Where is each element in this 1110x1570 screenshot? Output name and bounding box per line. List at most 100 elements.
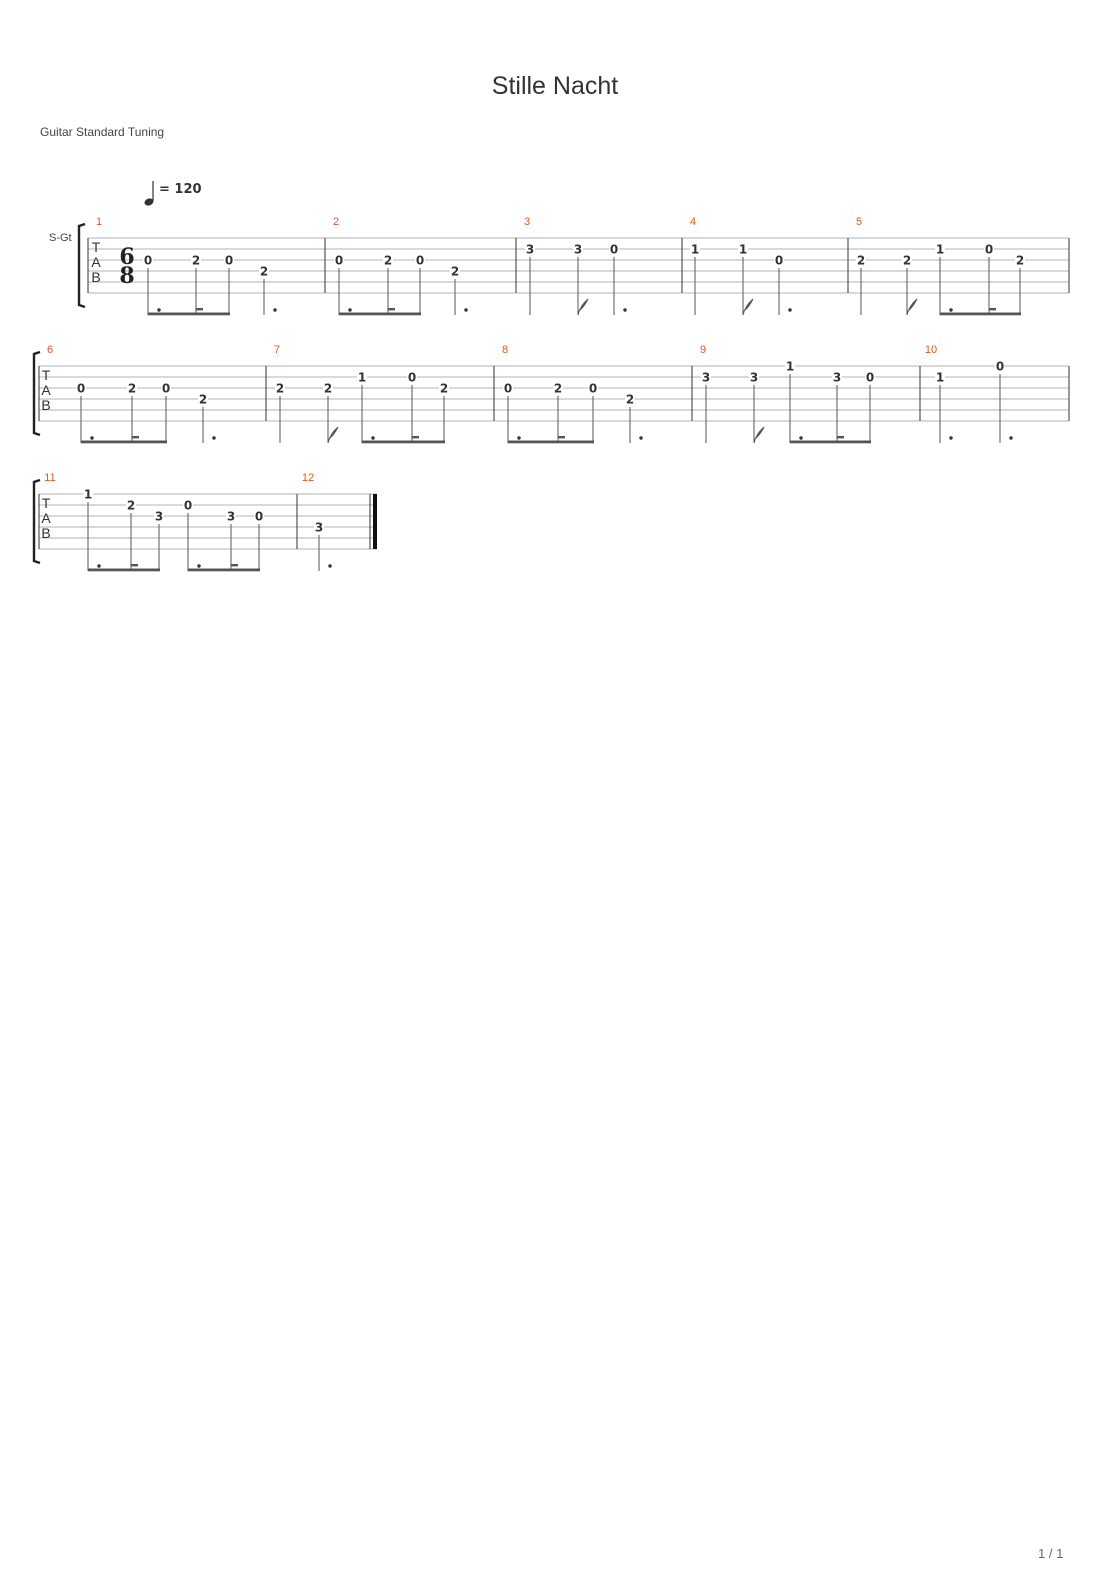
instrument-label: S-Gt: [49, 232, 72, 244]
fret-number: 0: [184, 499, 192, 513]
fret-background: [383, 254, 393, 266]
fret-background: [415, 254, 425, 266]
fret-background: [701, 371, 711, 383]
fret-number: 2: [260, 265, 268, 279]
fret-number: 1: [786, 360, 794, 374]
duration-dot: [799, 436, 803, 440]
fret-background: [154, 510, 164, 522]
fret-number: 0: [408, 371, 416, 385]
eighth-flag-icon: [753, 426, 765, 444]
fret-background: [625, 393, 635, 405]
fret-number: 2: [1016, 254, 1024, 268]
fret-number: 1: [84, 488, 92, 502]
fret-background: [161, 382, 171, 394]
duration-dot: [788, 308, 792, 312]
measure-number: 8: [502, 344, 508, 356]
fret-number: 3: [750, 371, 758, 385]
fret-background: [984, 243, 994, 255]
fret-background: [503, 382, 513, 394]
note-beam: [88, 568, 160, 572]
fret-number: 2: [857, 254, 865, 268]
fret-background: [553, 382, 563, 394]
system-bracket: [32, 478, 41, 565]
duration-dot: [348, 308, 352, 312]
fret-number: 2: [626, 393, 634, 407]
fret-number: 3: [702, 371, 710, 385]
measure-number: 5: [856, 216, 862, 228]
fret-background: [323, 382, 333, 394]
fret-background: [439, 382, 449, 394]
fret-number: 2: [192, 254, 200, 268]
fret-number: 3: [315, 521, 323, 535]
fret-number: 0: [255, 510, 263, 524]
fret-number: 0: [996, 360, 1004, 374]
sixteenth-beam-stub: [231, 564, 238, 567]
note-beam: [81, 440, 167, 444]
fret-number: 3: [833, 371, 841, 385]
sixteenth-beam-stub: [837, 436, 844, 439]
system-bracket: [32, 350, 41, 437]
fret-number: 2: [451, 265, 459, 279]
fret-number: 2: [276, 382, 284, 396]
fret-number: 1: [739, 243, 747, 257]
sixteenth-beam-stub: [132, 436, 139, 439]
duration-dot: [949, 308, 953, 312]
fret-background: [126, 499, 136, 511]
fret-background: [226, 510, 236, 522]
duration-dot: [949, 436, 953, 440]
sixteenth-beam-stub: [412, 436, 419, 439]
system-bracket: [77, 222, 86, 309]
duration-dot: [623, 308, 627, 312]
fret-background: [254, 510, 264, 522]
fret-background: [224, 254, 234, 266]
eighth-flag-icon: [577, 298, 589, 316]
fret-number: 3: [155, 510, 163, 524]
fret-background: [407, 371, 417, 383]
tab-clef-letter: T: [42, 495, 51, 511]
fret-number: 0: [589, 382, 597, 396]
fret-background: [588, 382, 598, 394]
fret-number: 2: [324, 382, 332, 396]
note-beam: [790, 440, 871, 444]
tab-clef-letter: T: [42, 367, 51, 383]
duration-dot: [273, 308, 277, 312]
duration-dot: [90, 436, 94, 440]
eighth-flag-icon: [742, 298, 754, 316]
fret-background: [525, 243, 535, 255]
fret-background: [738, 243, 748, 255]
fret-number: 0: [866, 371, 874, 385]
fret-background: [856, 254, 866, 266]
duration-dot: [639, 436, 643, 440]
fret-background: [1015, 254, 1025, 266]
eighth-flag-icon: [906, 298, 918, 316]
fret-number: 0: [225, 254, 233, 268]
sixteenth-beam-stub: [989, 308, 996, 311]
tempo-marking: = 120: [159, 182, 202, 197]
duration-dot: [464, 308, 468, 312]
fret-number: 3: [574, 243, 582, 257]
fret-number: 0: [416, 254, 424, 268]
fret-number: 0: [77, 382, 85, 396]
fret-background: [198, 393, 208, 405]
tuning-label: Guitar Standard Tuning: [40, 125, 165, 139]
fret-background: [902, 254, 912, 266]
sixteenth-beam-stub: [131, 564, 138, 567]
fret-background: [995, 360, 1005, 372]
score-title: Stille Nacht: [491, 72, 619, 100]
fret-background: [191, 254, 201, 266]
fret-number: 2: [554, 382, 562, 396]
fret-number: 0: [335, 254, 343, 268]
fret-background: [357, 371, 367, 383]
fret-background: [749, 371, 759, 383]
fret-background: [183, 499, 193, 511]
fret-number: 1: [691, 243, 699, 257]
tab-clef-letter: A: [41, 510, 51, 526]
fret-number: 1: [358, 371, 366, 385]
measure-number: 1: [96, 216, 102, 228]
note-beam: [148, 312, 230, 316]
measure-number: 10: [925, 344, 937, 356]
fret-background: [573, 243, 583, 255]
fret-background: [314, 521, 324, 533]
fret-background: [143, 254, 153, 266]
time-signature-numerator: 6: [119, 244, 134, 270]
